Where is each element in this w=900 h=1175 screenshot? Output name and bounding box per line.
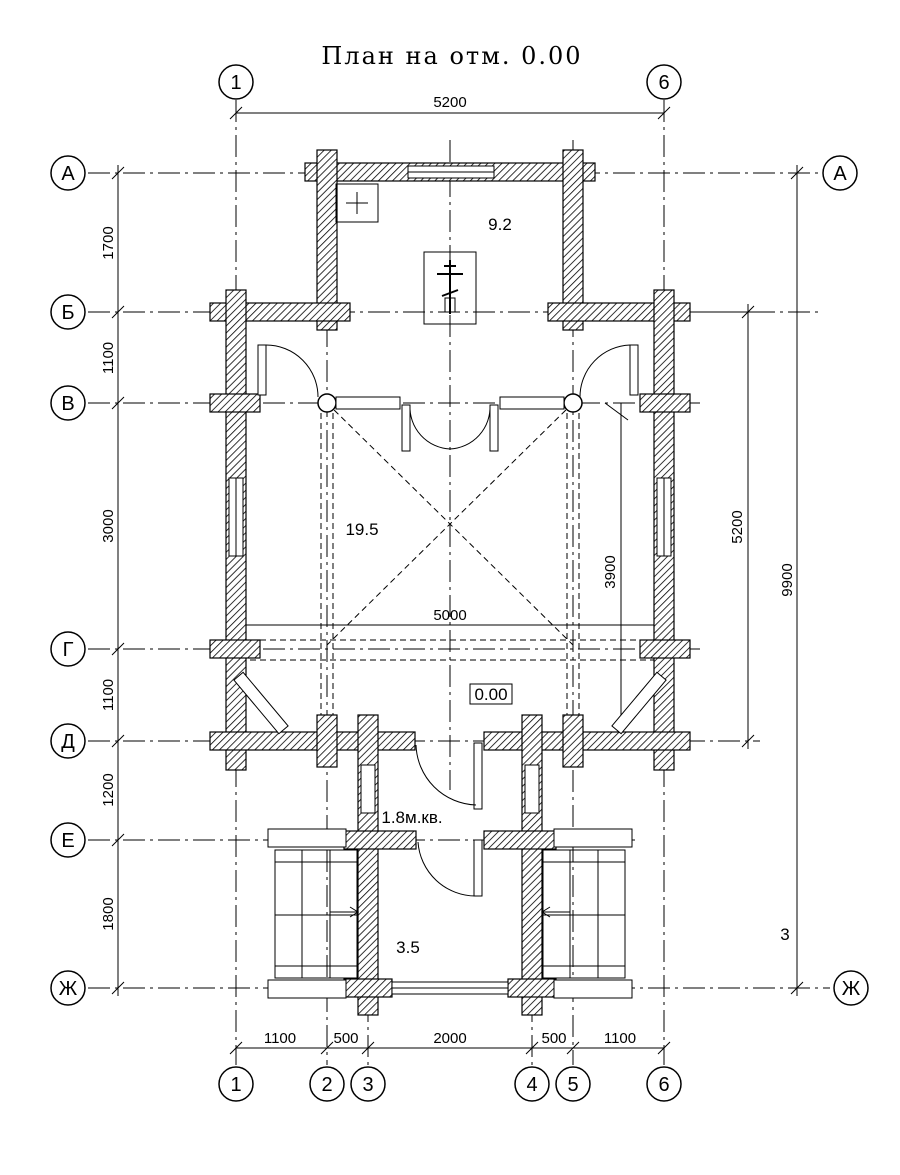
grid-axes xyxy=(88,100,830,1065)
axis-label-1-bottom: 1 xyxy=(230,1074,241,1096)
dim-bottom-500-right: 500 xyxy=(541,1030,566,1047)
axis-label-zh-right: Ж xyxy=(842,978,861,1000)
area-altar: 9.2 xyxy=(488,215,512,234)
dim-left-3000: 3000 xyxy=(100,509,117,542)
windows xyxy=(228,165,672,995)
level-mark-box xyxy=(469,683,513,705)
axis-label-d: Д xyxy=(61,731,75,753)
post-left xyxy=(317,393,337,413)
axis-label-a-left: А xyxy=(61,163,75,185)
dim-inner-5000: 5000 xyxy=(433,607,466,624)
axis-label-3: 3 xyxy=(362,1074,373,1096)
axis-label-5: 5 xyxy=(567,1074,578,1096)
axis-label-6-bottom: 6 xyxy=(658,1074,669,1096)
axis-bubbles: А Б В Г Д Е Ж А Ж 1 6 1 2 3 4 5 6 xyxy=(50,64,869,1102)
axis-label-v: В xyxy=(61,393,74,415)
dim-left-1200: 1200 xyxy=(100,773,117,806)
dim-left-1100-b: 1100 xyxy=(100,679,117,711)
axis-label-6-top: 6 xyxy=(658,72,669,94)
orthodox-cross-icon xyxy=(437,260,463,314)
axis-label-4: 4 xyxy=(526,1074,537,1096)
axis-label-2: 2 xyxy=(321,1074,332,1096)
dimension-labels: 5200 1700 1100 3000 1100 1200 1800 5200 … xyxy=(100,94,796,1047)
dim-top-total: 5200 xyxy=(433,94,466,111)
dim-left-1100-a: 1100 xyxy=(100,342,117,374)
dim-bottom-500-left: 500 xyxy=(333,1030,358,1047)
axis-label-b: Б xyxy=(61,302,74,324)
post-right xyxy=(563,393,583,413)
axis-label-a-right: А xyxy=(833,163,847,185)
porch-benches xyxy=(267,828,633,999)
area-nave: 19.5 xyxy=(345,520,378,539)
axis-label-1-top: 1 xyxy=(230,72,241,94)
dim-bottom-2000: 2000 xyxy=(433,1030,466,1047)
dim-right-9900: 9900 xyxy=(779,563,796,596)
axis-label-e: Е xyxy=(61,830,74,852)
ceiling-projection xyxy=(240,402,660,720)
axis-label-g: Г xyxy=(63,639,74,661)
dim-left-1700: 1700 xyxy=(100,226,117,259)
dim-inner-3900: 3900 xyxy=(602,555,619,588)
side-note: 3 xyxy=(780,925,789,944)
dim-right-5200: 5200 xyxy=(729,510,746,543)
room-labels: 9.2 19.5 1.8м.кв. 3.5 3 xyxy=(345,215,789,957)
area-vestibule: 1.8м.кв. xyxy=(381,808,442,827)
altar-furniture xyxy=(335,183,477,325)
altar-table xyxy=(423,251,477,325)
plan-title: План на отм. 0.00 xyxy=(321,42,582,70)
axis-label-zh-left: Ж xyxy=(59,978,78,1000)
dim-left-1800: 1800 xyxy=(100,897,117,930)
doors xyxy=(257,344,639,897)
area-porch: 3.5 xyxy=(396,938,420,957)
dimension-lines xyxy=(111,106,804,1055)
dim-bottom-1100-left: 1100 xyxy=(264,1030,296,1047)
dim-bottom-1100-right: 1100 xyxy=(604,1030,636,1047)
level-mark: 0.00 xyxy=(474,685,507,704)
